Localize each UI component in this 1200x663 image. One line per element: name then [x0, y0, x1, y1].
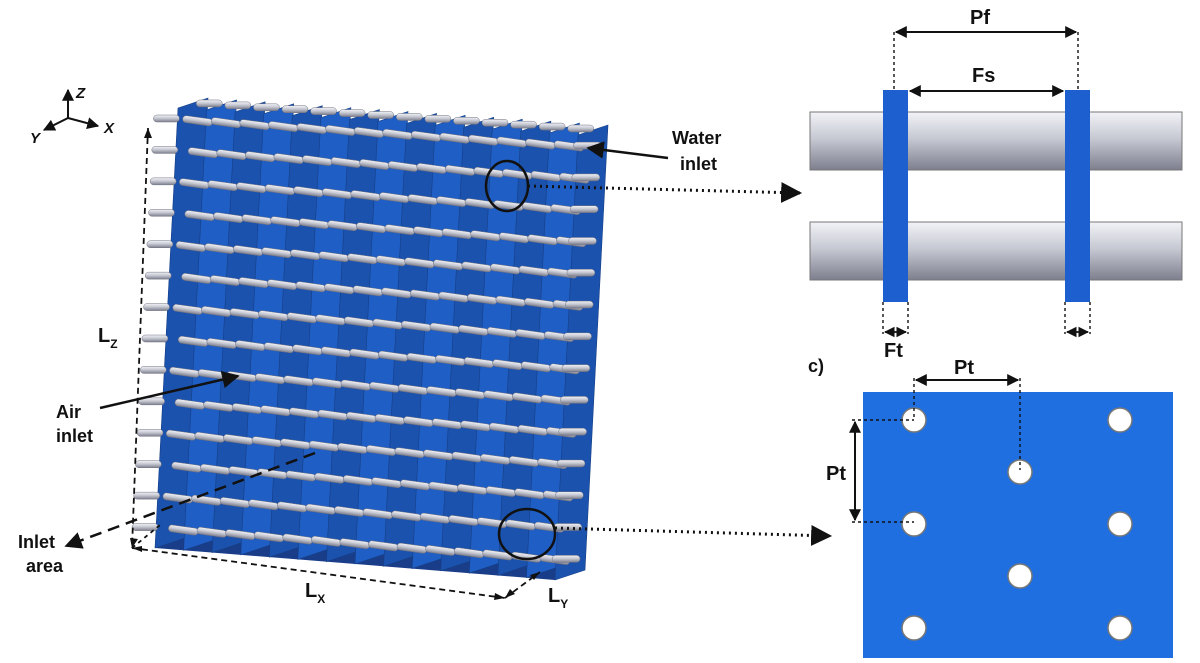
- tube-end-top: [253, 103, 280, 112]
- ly-label: LY: [548, 585, 568, 611]
- tube-end-right: [555, 491, 584, 500]
- tube-hole: [1007, 459, 1033, 485]
- tube-end-right: [551, 555, 581, 563]
- tube-end-top: [510, 120, 537, 129]
- tube-end-right: [561, 364, 591, 372]
- tube-hole: [901, 511, 927, 537]
- fin-tube-detail: Pf Fs Ft: [809, 7, 1183, 362]
- water-inlet-label-line2: inlet: [680, 154, 717, 174]
- tube-end-left: [140, 366, 167, 374]
- tube-end-left: [151, 146, 179, 154]
- inlet-area-callout: Inlet area: [18, 451, 316, 576]
- inlet-area-label-line1: Inlet: [18, 532, 55, 552]
- tube-hole: [1107, 511, 1133, 537]
- tube-lower: [809, 221, 1183, 281]
- fin-left: [883, 90, 908, 302]
- ly-dimension-line: [504, 571, 541, 599]
- tube-hole: [1007, 563, 1033, 589]
- tube-end-right: [568, 237, 597, 245]
- heat-exchanger-model: [131, 97, 609, 581]
- tube-hole: [1107, 407, 1133, 433]
- dimension-lines: [131, 127, 541, 599]
- tube-end-right: [563, 332, 592, 341]
- panel-c-label: c): [808, 356, 824, 376]
- tube-hole: [1107, 615, 1133, 641]
- air-inlet-callout: Air inlet: [56, 371, 240, 446]
- tube-layout-detail: Pt Pt: [826, 357, 1173, 658]
- tube-end-right: [571, 173, 601, 182]
- tube-end-top: [481, 119, 509, 127]
- tube-end-left: [149, 177, 177, 186]
- tube-end-left: [136, 429, 164, 437]
- lx-dimension-line: [131, 547, 506, 599]
- pf-label: Pf: [970, 7, 990, 29]
- pt-horizontal-label: Pt: [954, 357, 974, 379]
- tube-end-left: [133, 491, 160, 500]
- tube-end-top: [338, 109, 366, 117]
- axis-y-label: Y: [30, 130, 42, 147]
- air-inlet-label-line1: Air: [56, 402, 81, 422]
- tube-end-top: [224, 101, 252, 110]
- inlet-area-label-line2: area: [26, 556, 64, 576]
- ft-label: Ft: [884, 340, 903, 362]
- tube-end-left: [131, 523, 159, 531]
- tube-hole: [901, 615, 927, 641]
- tube-end-top: [196, 99, 223, 108]
- tube-holes: [901, 407, 1133, 641]
- tube-end-top: [424, 115, 452, 123]
- lz-label: LZ: [98, 325, 118, 351]
- tube-end-right: [566, 269, 596, 277]
- tube-end-left: [135, 460, 162, 468]
- tube-upper: [809, 111, 1183, 171]
- lx-label: LX: [305, 580, 325, 606]
- tube-end-top: [310, 107, 337, 115]
- tube-end-right: [569, 205, 599, 213]
- tube-end-right: [560, 396, 589, 404]
- axis-z-label: Z: [75, 85, 86, 102]
- axis-triad: Z X Y: [30, 85, 115, 147]
- tube-end-left: [144, 271, 172, 280]
- fs-label: Fs: [972, 65, 995, 87]
- tube-end-left: [141, 334, 169, 343]
- tube-end-top: [453, 117, 480, 125]
- axis-x-label: X: [103, 120, 115, 137]
- water-inlet-callout: Water inlet: [586, 128, 721, 174]
- tube-end-top: [367, 111, 394, 119]
- tube-end-right: [564, 300, 594, 309]
- pt-vertical-label: Pt: [826, 463, 846, 485]
- tube-end-left: [148, 209, 175, 217]
- lz-dimension-line: [131, 127, 149, 549]
- tube-end-right: [558, 427, 587, 436]
- tube-end-top: [396, 113, 423, 121]
- tube-end-right: [556, 459, 586, 468]
- air-inlet-label-line2: inlet: [56, 426, 93, 446]
- tube-end-left: [146, 240, 174, 248]
- water-inlet-label-line1: Water: [672, 128, 721, 148]
- dimension-arrowheads: [130, 128, 540, 600]
- fin-right: [1065, 90, 1090, 302]
- tube-end-left: [153, 114, 180, 123]
- detail-callouts: [484, 159, 833, 561]
- tube-end-top: [567, 124, 594, 133]
- tube-end-top: [538, 122, 566, 131]
- tube-end-left: [138, 397, 165, 406]
- tube-end-left: [143, 303, 170, 311]
- detail-circle-bottom: [497, 507, 557, 561]
- tube-end-top: [281, 105, 309, 113]
